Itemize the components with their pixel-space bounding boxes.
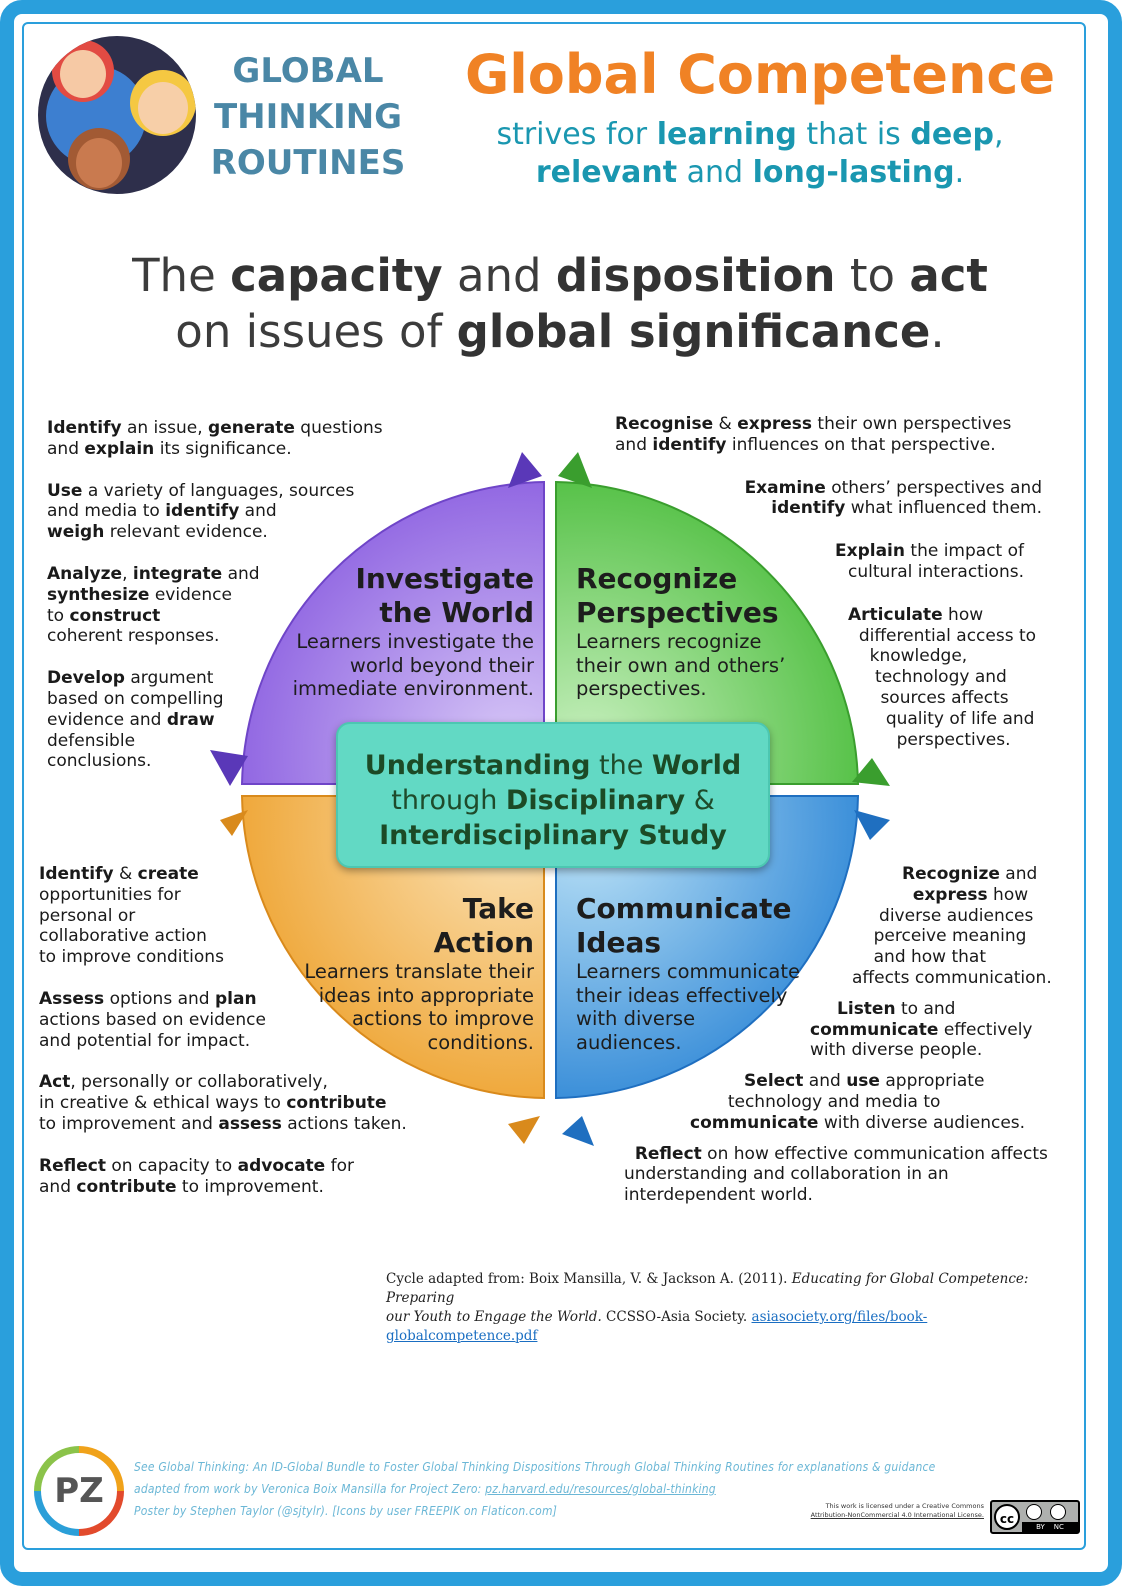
cc-icon: cc	[994, 1504, 1020, 1530]
communicate-outcomes: Recognize and express how diverse audien…	[620, 864, 1060, 1206]
outcome-item: Act, personally or collaboratively,in cr…	[39, 1072, 407, 1134]
subtitle: strives for learning that is deep, relev…	[496, 117, 1004, 190]
brand-wordmark: GLOBAL THINKING ROUTINES	[210, 51, 406, 183]
outcome-item: Articulate how differential access to kn…	[848, 604, 1037, 750]
recognize-label: Recognize Perspectives Learners recogniz…	[576, 562, 786, 700]
green-arrowhead-top	[558, 452, 592, 488]
recognize-quadrant	[555, 480, 860, 785]
footer-credits: See Global Thinking: An ID-Global Bundle…	[134, 1460, 936, 1518]
citation-link[interactable]: asiasociety.org/files/book-globalcompete…	[386, 1309, 928, 1344]
orange-arrowhead-left	[220, 810, 248, 836]
orange-arrowhead-bottom	[508, 1116, 540, 1144]
action-quadrant	[240, 795, 545, 1100]
definition-statement: The capacity and disposition to act on i…	[132, 249, 988, 358]
outcome-item: Select and use appropriate technology an…	[690, 1071, 1026, 1133]
project-zero-link[interactable]: pz.harvard.edu/resources/global-thinking	[485, 1482, 716, 1496]
purple-arrowhead-left	[210, 750, 248, 786]
investigate-label: Investigate the World Learners investiga…	[292, 562, 534, 700]
action-label: Take Action Learners translate their ide…	[304, 892, 534, 1054]
outcome-item-cont: diverse audiences perceive meaning and h…	[852, 905, 1052, 988]
poster-inner-border	[22, 22, 1086, 1550]
communicate-quadrant	[555, 795, 860, 1100]
blue-arrowhead-right	[854, 810, 890, 840]
investigate-quadrant	[240, 480, 545, 785]
cc-license-badge[interactable]: cc BY NC	[990, 1500, 1080, 1534]
center-concept-box: Understanding the World through Discipli…	[336, 722, 770, 868]
nc-dollar-icon	[1050, 1504, 1066, 1520]
outcome-item: Recognise & express their own perspectiv…	[615, 414, 1012, 455]
citation: Cycle adapted from: Boix Mansilla, V. & …	[386, 1271, 1029, 1344]
pz-logo: PZ	[34, 1446, 124, 1536]
license-text: This work is licensed under a Creative C…	[810, 1502, 984, 1519]
by-person-icon	[1026, 1504, 1042, 1520]
competence-cycle-diagram	[210, 452, 890, 1146]
globe-kids-logo	[38, 36, 196, 194]
outcome-item: Reflect on how effective communication a…	[624, 1143, 1048, 1206]
recognize-outcomes: Recognise & express their own perspectiv…	[610, 414, 1070, 750]
blue-arrowhead-bottom	[562, 1116, 594, 1146]
green-arrowhead-right	[852, 758, 890, 786]
purple-arrowhead-top	[508, 452, 542, 488]
page-title: Global Competence	[464, 43, 1056, 106]
communicate-label: Communicate Ideas Learners communicate t…	[576, 892, 800, 1054]
outcome-item: Recognize and express how	[902, 864, 1038, 905]
